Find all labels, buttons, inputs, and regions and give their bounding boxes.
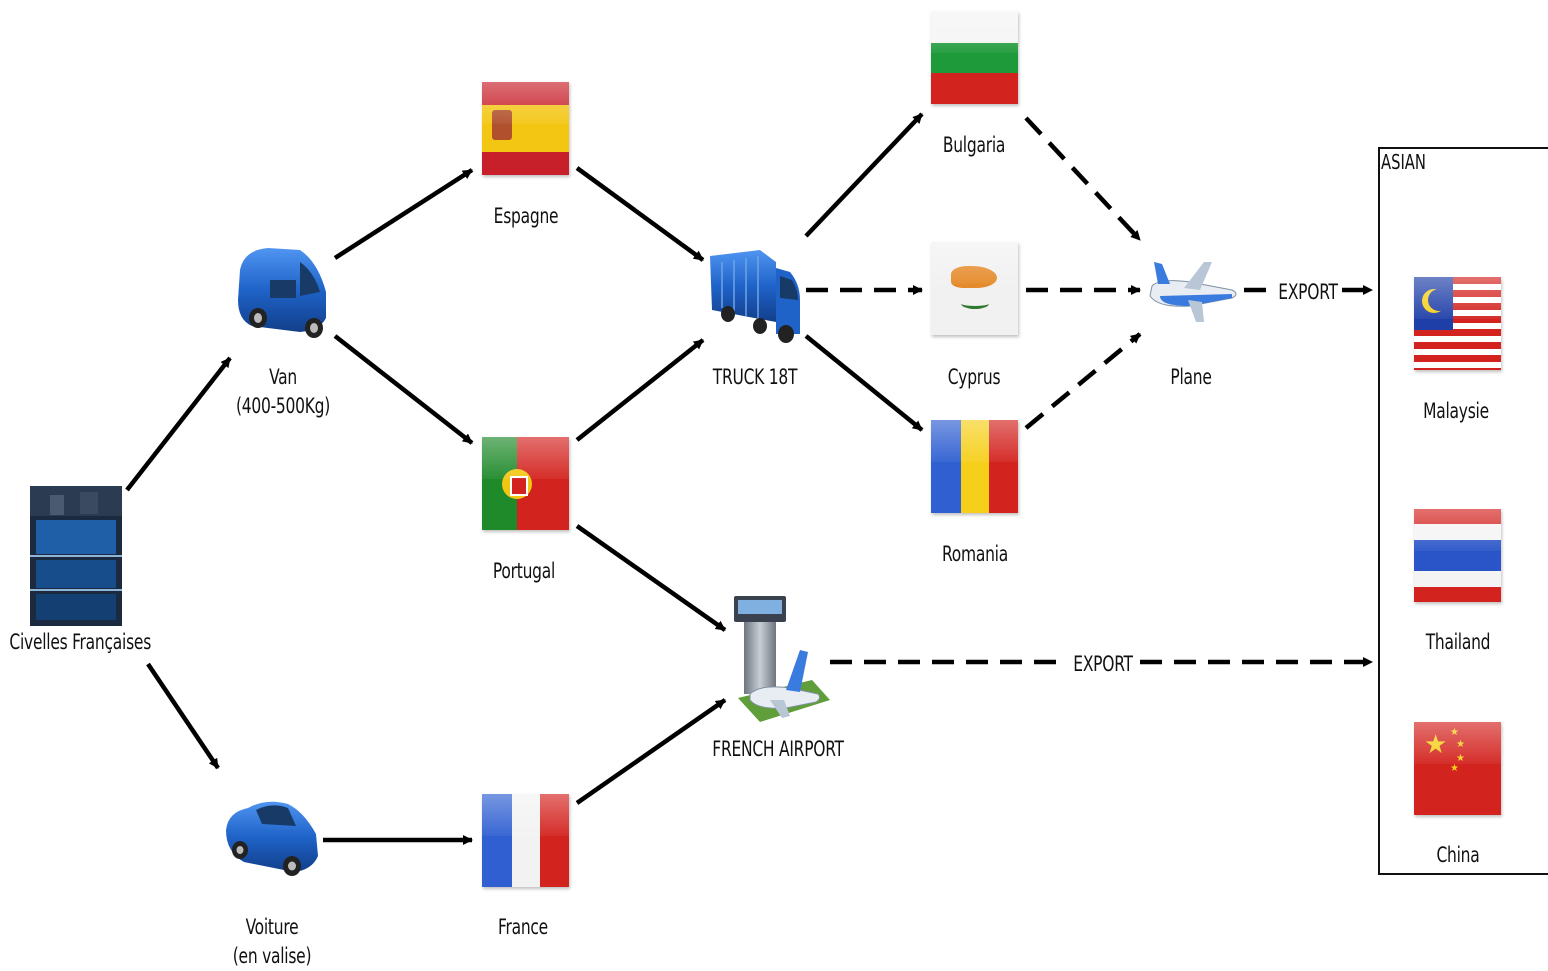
arrow-truck-romania (804, 334, 924, 432)
flag-portugal (482, 437, 569, 530)
dashed-arrows (806, 116, 1373, 667)
arrow-portugal-truck (575, 338, 705, 442)
flag-bulgaria (931, 11, 1018, 104)
asian-group-title: ASIAN (1381, 150, 1426, 174)
label-car-line2: (en valise) (232, 944, 312, 968)
label-airport: FRENCH AIRPORT (712, 737, 844, 761)
flag-romania (931, 420, 1018, 513)
arrow-truck-bulgaria (804, 112, 924, 238)
airport-icon (734, 596, 830, 722)
label-china: China (1436, 843, 1480, 867)
label-source: Civelles Françaises (9, 630, 152, 654)
label-export-top: EXPORT (1278, 280, 1338, 304)
label-romania: Romania (942, 542, 1008, 566)
label-truck: TRUCK 18T (712, 365, 798, 389)
arrow-van-portugal (333, 334, 474, 445)
label-cyprus: Cyprus (947, 365, 1001, 389)
label-plane: Plane (1170, 365, 1212, 389)
label-car-line1: Voiture (245, 915, 299, 939)
label-bulgaria: Bulgaria (942, 133, 1006, 157)
label-van-line1: Van (269, 365, 297, 389)
arrow-van-espagne (333, 168, 474, 260)
solid-arrows (125, 112, 924, 845)
van-icon (238, 248, 326, 338)
flag-spain (482, 82, 569, 175)
arrow-espagne-truck (575, 166, 705, 262)
label-thailand: Thailand (1425, 630, 1491, 654)
label-malaysia: Malaysie (1423, 399, 1489, 423)
car-icon (226, 801, 318, 876)
asian-group-box (1378, 147, 1548, 875)
label-portugal: Portugal (492, 559, 556, 583)
label-van-line2: (400-500Kg) (235, 394, 331, 418)
label-france: France (498, 915, 548, 939)
flag-thailand (1414, 509, 1501, 602)
flag-china: ★ ★ ★ ★ ★ (1414, 722, 1501, 815)
arrow-bulgaria-plane (1024, 116, 1142, 242)
arrow-portugal-airport (575, 524, 727, 632)
flag-france (482, 794, 569, 887)
flag-malaysia (1414, 277, 1501, 370)
source-photo (30, 486, 122, 626)
plane-icon (1149, 262, 1237, 322)
arrow-source-car (146, 662, 220, 770)
truck-icon (710, 250, 800, 343)
arrow-source-van (125, 356, 232, 492)
flag-cyprus (931, 242, 1018, 335)
label-espagne: Espagne (493, 204, 559, 228)
arrow-romania-plane (1024, 332, 1142, 430)
label-export-bottom: EXPORT (1073, 652, 1133, 676)
arrow-france-airport (575, 698, 727, 805)
